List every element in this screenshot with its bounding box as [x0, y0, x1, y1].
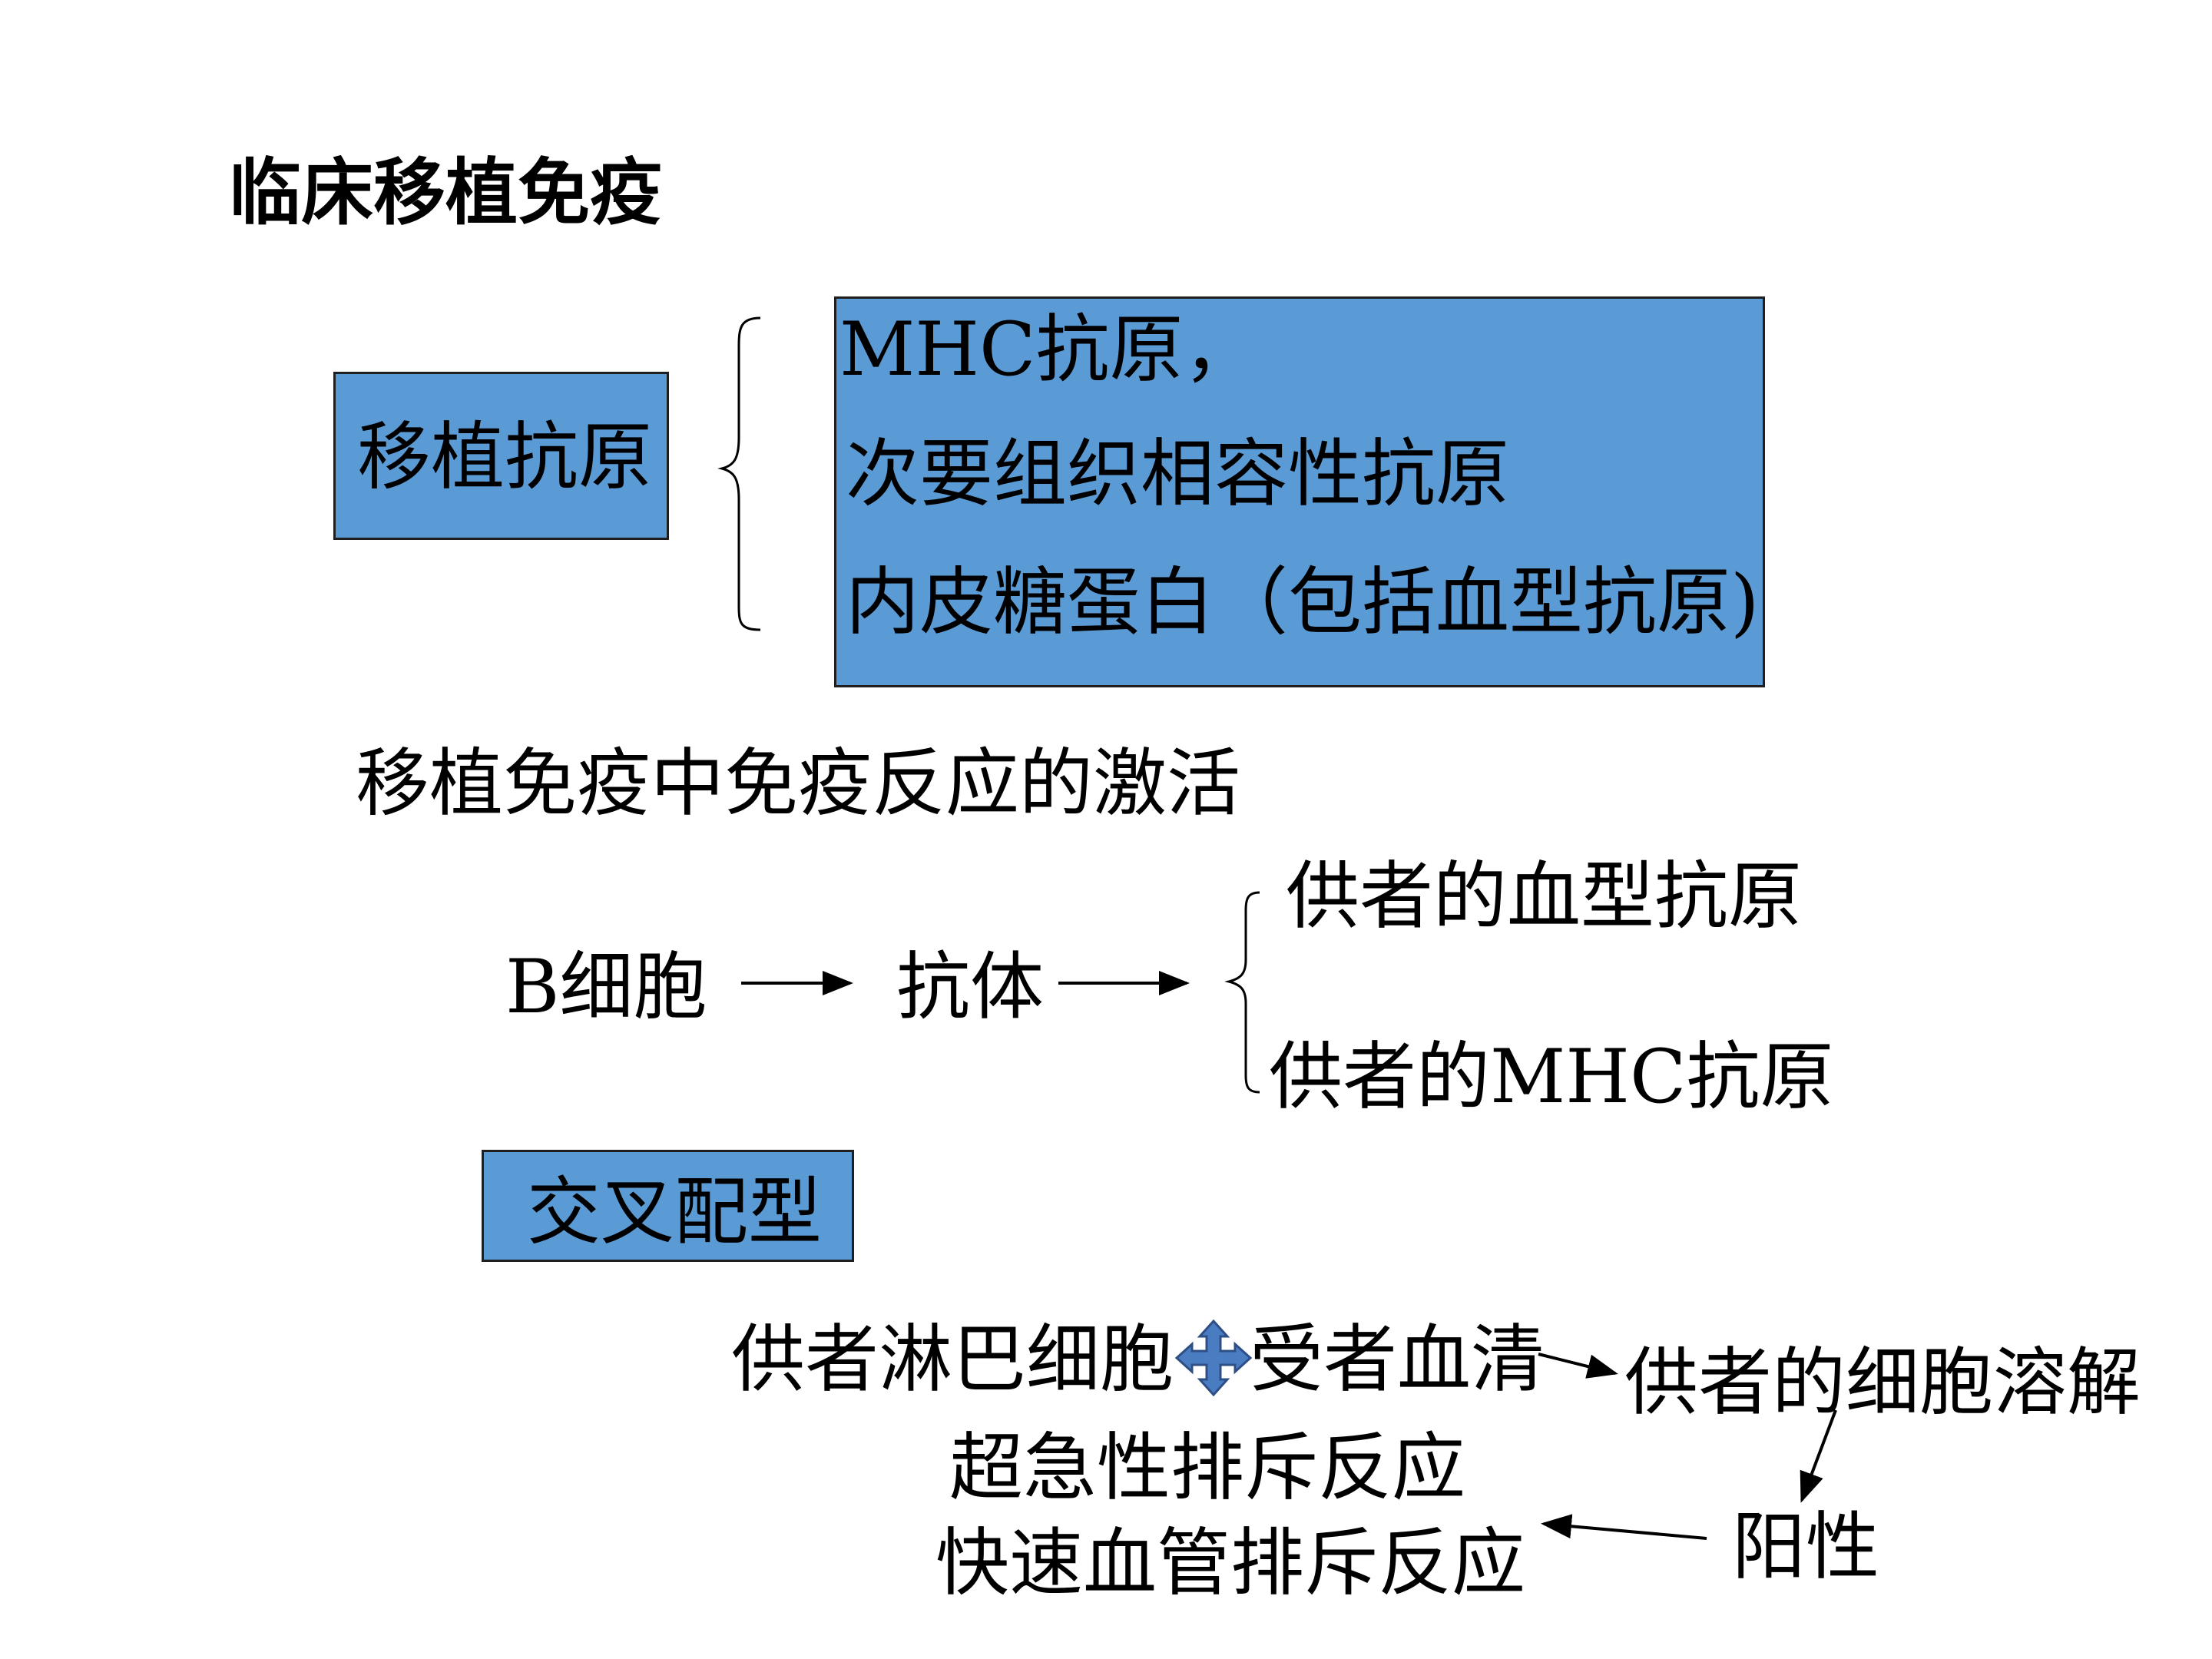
serum-to-lysis-arrow: [1538, 1353, 1618, 1379]
four-way-arrow-icon: [1174, 1319, 1253, 1397]
lysis-to-positive-arrow: [1800, 1409, 1837, 1503]
target-mhc-antigen: 供者的MHC抗原: [1269, 1034, 1834, 1120]
donor-lymphocytes-label: 供者淋巴细胞: [731, 1316, 1174, 1402]
positive-to-rejection-arrow: [1541, 1514, 1707, 1540]
antigen-list-box: MHC抗原， 次要组织相容性抗原 内皮糖蛋白（包括血型抗原): [834, 296, 1765, 687]
accelerated-vascular-rejection-label: 快速血管排斥反应: [935, 1520, 1525, 1606]
antigen-item-minor-histocompatibility: 次要组织相容性抗原: [846, 431, 1509, 517]
activation-heading: 移植免疫中免疫反应的激活: [356, 740, 1240, 826]
targets-brace: [1224, 891, 1260, 1094]
cell-lysis-label: 供者的细胞溶解: [1624, 1339, 2141, 1426]
target-blood-group-antigen: 供者的血型抗原: [1286, 853, 1802, 939]
antigen-item-mhc: MHC抗原，: [839, 306, 1257, 392]
recipient-serum-label: 受者血清: [1250, 1316, 1545, 1402]
antigen-item-endothelial-glycoprotein: 内皮糖蛋白（包括血型抗原): [846, 559, 1760, 645]
hyperacute-rejection-label: 超急性排斥反应: [949, 1425, 1465, 1511]
crossmatch-label: 交叉配型: [527, 1169, 822, 1255]
b-cell-label: B细胞: [505, 944, 707, 1030]
antigen-brace: [717, 316, 761, 631]
page-title: 临床移植免疫: [229, 151, 663, 235]
transplant-antigen-box: 移植抗原: [333, 372, 669, 540]
transplant-antigen-label: 移植抗原: [357, 414, 652, 500]
antibody-label: 抗体: [896, 944, 1044, 1030]
positive-label: 阳性: [1732, 1504, 1879, 1590]
crossmatch-box: 交叉配型: [482, 1150, 854, 1262]
